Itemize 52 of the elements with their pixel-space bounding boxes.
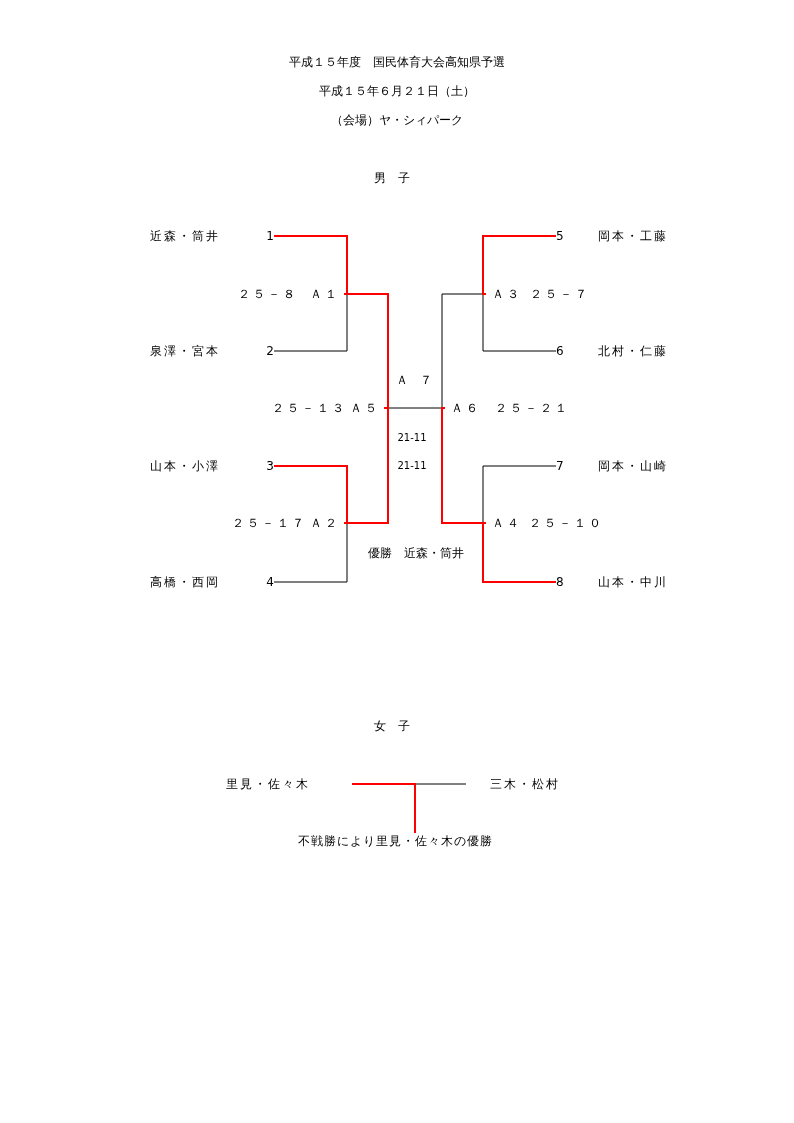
set-score: 21-11 bbox=[397, 459, 427, 473]
seed-number: 3 bbox=[266, 458, 274, 474]
match-label: Ａ５ bbox=[350, 400, 380, 416]
team-name: 泉澤・宮本 bbox=[150, 343, 220, 359]
seed-number: 1 bbox=[266, 228, 274, 244]
seed-number: 7 bbox=[556, 458, 564, 474]
team-name: 北村・仁藤 bbox=[598, 343, 668, 359]
seed-number: 5 bbox=[556, 228, 564, 244]
bracket-line bbox=[343, 407, 389, 524]
section-heading: 男 子 bbox=[374, 170, 410, 186]
bracket-line bbox=[482, 465, 557, 524]
match-score: ２５－１７ bbox=[232, 515, 307, 531]
result-note: 不戦勝により里見・佐々木の優勝 bbox=[297, 833, 493, 849]
team-name: 近森・筒井 bbox=[150, 228, 220, 244]
seed-number: 2 bbox=[266, 343, 274, 359]
bracket-line bbox=[273, 465, 348, 524]
team-name: 岡本・山崎 bbox=[598, 458, 668, 474]
team-name: 山本・小澤 bbox=[150, 458, 220, 474]
team-name: 里見・佐々木 bbox=[226, 776, 310, 792]
team-name: 高橋・西岡 bbox=[150, 574, 220, 590]
bracket-line bbox=[482, 522, 557, 583]
date-text: 平成１５年６月２１日（土） bbox=[319, 83, 475, 99]
venue-text: （会場）ヤ・シィパーク bbox=[331, 112, 463, 128]
seed-number: 6 bbox=[556, 343, 564, 359]
match-score: ２５－１０ bbox=[529, 515, 604, 531]
match-label: Ａ４ bbox=[492, 515, 522, 531]
team-name: 山本・中川 bbox=[598, 574, 668, 590]
bracket-line bbox=[273, 293, 348, 352]
seed-number: 8 bbox=[556, 574, 564, 590]
bracket-line bbox=[482, 235, 557, 295]
bracket-line bbox=[273, 522, 348, 583]
match-label: Ａ ７ bbox=[396, 372, 432, 388]
winner-text: 優勝 近森・筒井 bbox=[368, 545, 464, 561]
section-heading: 女 子 bbox=[374, 718, 410, 734]
match-score: ２５－７ bbox=[530, 286, 590, 302]
match-label: Ａ３ bbox=[492, 286, 522, 302]
bracket-line bbox=[343, 293, 389, 409]
team-name: 三木・松村 bbox=[490, 776, 560, 792]
match-label: Ａ２ bbox=[310, 515, 340, 531]
match-score: ２５－１３ bbox=[272, 400, 347, 416]
bracket-line bbox=[351, 783, 416, 834]
match-label: Ａ１ bbox=[310, 286, 340, 302]
title: 平成１５年度 国民体育大会高知県予選 bbox=[289, 54, 505, 70]
match-label: Ａ６ bbox=[451, 400, 481, 416]
bracket-line bbox=[482, 293, 557, 352]
seed-number: 4 bbox=[266, 574, 274, 590]
match-score: ２５－２１ bbox=[495, 400, 570, 416]
bracket-line bbox=[441, 407, 487, 524]
team-name: 岡本・工藤 bbox=[598, 228, 668, 244]
set-score: 21-11 bbox=[397, 431, 427, 445]
match-score: ２５－８ bbox=[238, 286, 298, 302]
bracket-line bbox=[273, 235, 348, 295]
